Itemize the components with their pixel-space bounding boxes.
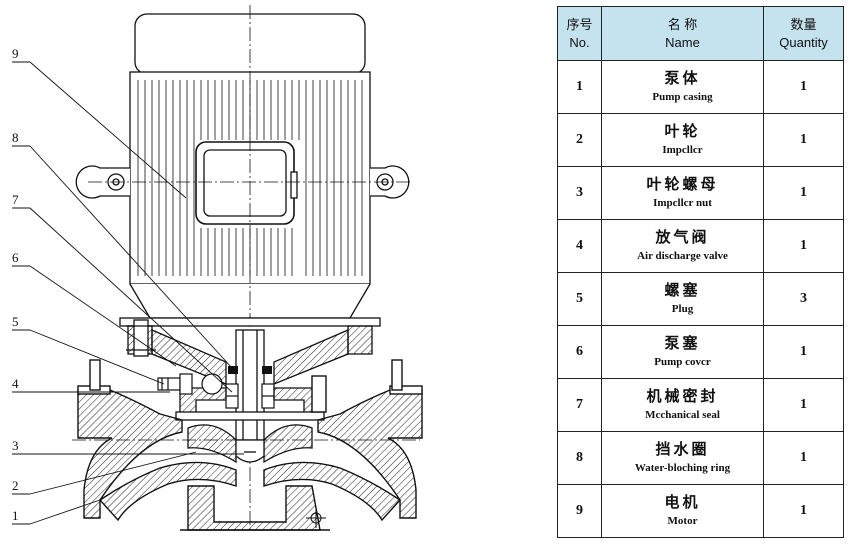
row-name-zh: 叶轮螺母 bbox=[646, 177, 719, 193]
table-row: 9 电机 Motor 1 bbox=[557, 484, 844, 538]
row-name-zh: 叶轮 bbox=[664, 124, 701, 140]
table-row: 5 螺塞 Plug 3 bbox=[557, 272, 844, 326]
header-no-zh: 序号 bbox=[566, 16, 593, 32]
row-no: 4 bbox=[557, 219, 602, 273]
row-qty: 1 bbox=[763, 484, 844, 538]
row-name-zh: 电机 bbox=[664, 495, 701, 511]
row-name: 泵体 Pump casing bbox=[601, 60, 764, 114]
header-name-en: Name bbox=[665, 34, 700, 50]
table-row: 3 叶轮螺母 Impcllcr nut 1 bbox=[557, 166, 844, 220]
row-name: 机械密封 Mcchanical seal bbox=[601, 378, 764, 432]
row-qty: 1 bbox=[763, 325, 844, 379]
motor bbox=[75, 13, 410, 319]
row-qty: 1 bbox=[763, 60, 844, 114]
callout-3: 3 bbox=[12, 438, 19, 453]
table-row: 8 挡水圈 Water-bloching ring 1 bbox=[557, 431, 844, 485]
row-no: 9 bbox=[557, 484, 602, 538]
callout-8: 8 bbox=[12, 130, 19, 145]
header-qty: 数量 Quantity bbox=[763, 6, 844, 61]
row-no: 8 bbox=[557, 431, 602, 485]
row-name: 叶轮螺母 Impcllcr nut bbox=[601, 166, 764, 220]
row-no: 6 bbox=[557, 325, 602, 379]
row-qty: 3 bbox=[763, 272, 844, 326]
header-name-zh: 名 称 bbox=[667, 16, 698, 32]
table-row: 7 机械密封 Mcchanical seal 1 bbox=[557, 378, 844, 432]
row-name-zh: 机械密封 bbox=[646, 389, 719, 405]
row-name-zh: 螺塞 bbox=[664, 283, 701, 299]
air-discharge-valve bbox=[157, 373, 223, 395]
drain-plug bbox=[306, 508, 326, 528]
leader-lines bbox=[12, 61, 244, 525]
row-name-en: Motor bbox=[667, 515, 698, 527]
row-qty: 1 bbox=[763, 166, 844, 220]
callout-9: 9 bbox=[12, 46, 19, 61]
water-bloching-ring bbox=[228, 366, 272, 374]
row-no: 2 bbox=[557, 113, 602, 167]
table-row: 4 放气阀 Air discharge valve 1 bbox=[557, 219, 844, 273]
row-name-en: Impcllcr bbox=[662, 144, 703, 156]
row-name: 泵塞 Pump covcr bbox=[601, 325, 764, 379]
row-name: 挡水圈 Water-bloching ring bbox=[601, 431, 764, 485]
callout-5: 5 bbox=[12, 314, 19, 329]
row-name: 电机 Motor bbox=[601, 484, 764, 538]
parts-list-table: 序号 No. 名 称 Name 数量 Quantity 1 泵体 Pump cas… bbox=[557, 6, 844, 538]
row-no: 1 bbox=[557, 60, 602, 114]
row-name-zh: 泵体 bbox=[664, 71, 701, 87]
motor-bracket bbox=[119, 317, 381, 385]
row-name: 叶轮 Impcllcr bbox=[601, 113, 764, 167]
row-qty: 1 bbox=[763, 431, 844, 485]
callout-7: 7 bbox=[12, 192, 19, 207]
row-qty: 1 bbox=[763, 113, 844, 167]
row-name-zh: 挡水圈 bbox=[655, 442, 710, 458]
mechanical-seal bbox=[225, 383, 275, 409]
callout-4: 4 bbox=[12, 376, 19, 391]
callout-2: 2 bbox=[12, 478, 19, 493]
header-no-en: No. bbox=[569, 34, 590, 50]
callout-6: 6 bbox=[12, 250, 19, 265]
row-qty: 1 bbox=[763, 378, 844, 432]
header-no: 序号 No. bbox=[557, 6, 602, 61]
row-no: 7 bbox=[557, 378, 602, 432]
row-name: 放气阀 Air discharge valve bbox=[601, 219, 764, 273]
pump-casing bbox=[77, 359, 423, 531]
row-name-en: Water-bloching ring bbox=[634, 462, 731, 474]
callout-1: 1 bbox=[12, 508, 19, 523]
row-no: 5 bbox=[557, 272, 602, 326]
row-name-zh: 放气阀 bbox=[655, 230, 710, 246]
pump-cross-section-drawing: 9 8 7 6 5 4 3 2 1 bbox=[12, 5, 423, 531]
row-name-en: Pump covcr bbox=[654, 356, 711, 368]
table-row: 6 泵塞 Pump covcr 1 bbox=[557, 325, 844, 379]
shaft bbox=[235, 329, 265, 441]
header-qty-en: Quantity bbox=[779, 34, 828, 50]
row-name: 螺塞 Plug bbox=[601, 272, 764, 326]
row-name-en: Pump casing bbox=[652, 91, 713, 103]
impeller-nut bbox=[235, 439, 265, 463]
impeller bbox=[187, 424, 313, 464]
table-header-row: 序号 No. 名 称 Name 数量 Quantity bbox=[557, 6, 844, 61]
row-no: 3 bbox=[557, 166, 602, 220]
row-name-en: Impcllcr nut bbox=[653, 197, 712, 209]
row-name-en: Mcchanical seal bbox=[645, 409, 720, 421]
row-qty: 1 bbox=[763, 219, 844, 273]
table-row: 1 泵体 Pump casing 1 bbox=[557, 60, 844, 114]
row-name-en: Plug bbox=[671, 303, 694, 315]
row-name-zh: 泵塞 bbox=[664, 336, 701, 352]
table-row: 2 叶轮 Impcllcr 1 bbox=[557, 113, 844, 167]
row-name-en: Air discharge valve bbox=[637, 250, 728, 262]
header-qty-zh: 数量 bbox=[790, 16, 817, 32]
header-name: 名 称 Name bbox=[601, 6, 764, 61]
